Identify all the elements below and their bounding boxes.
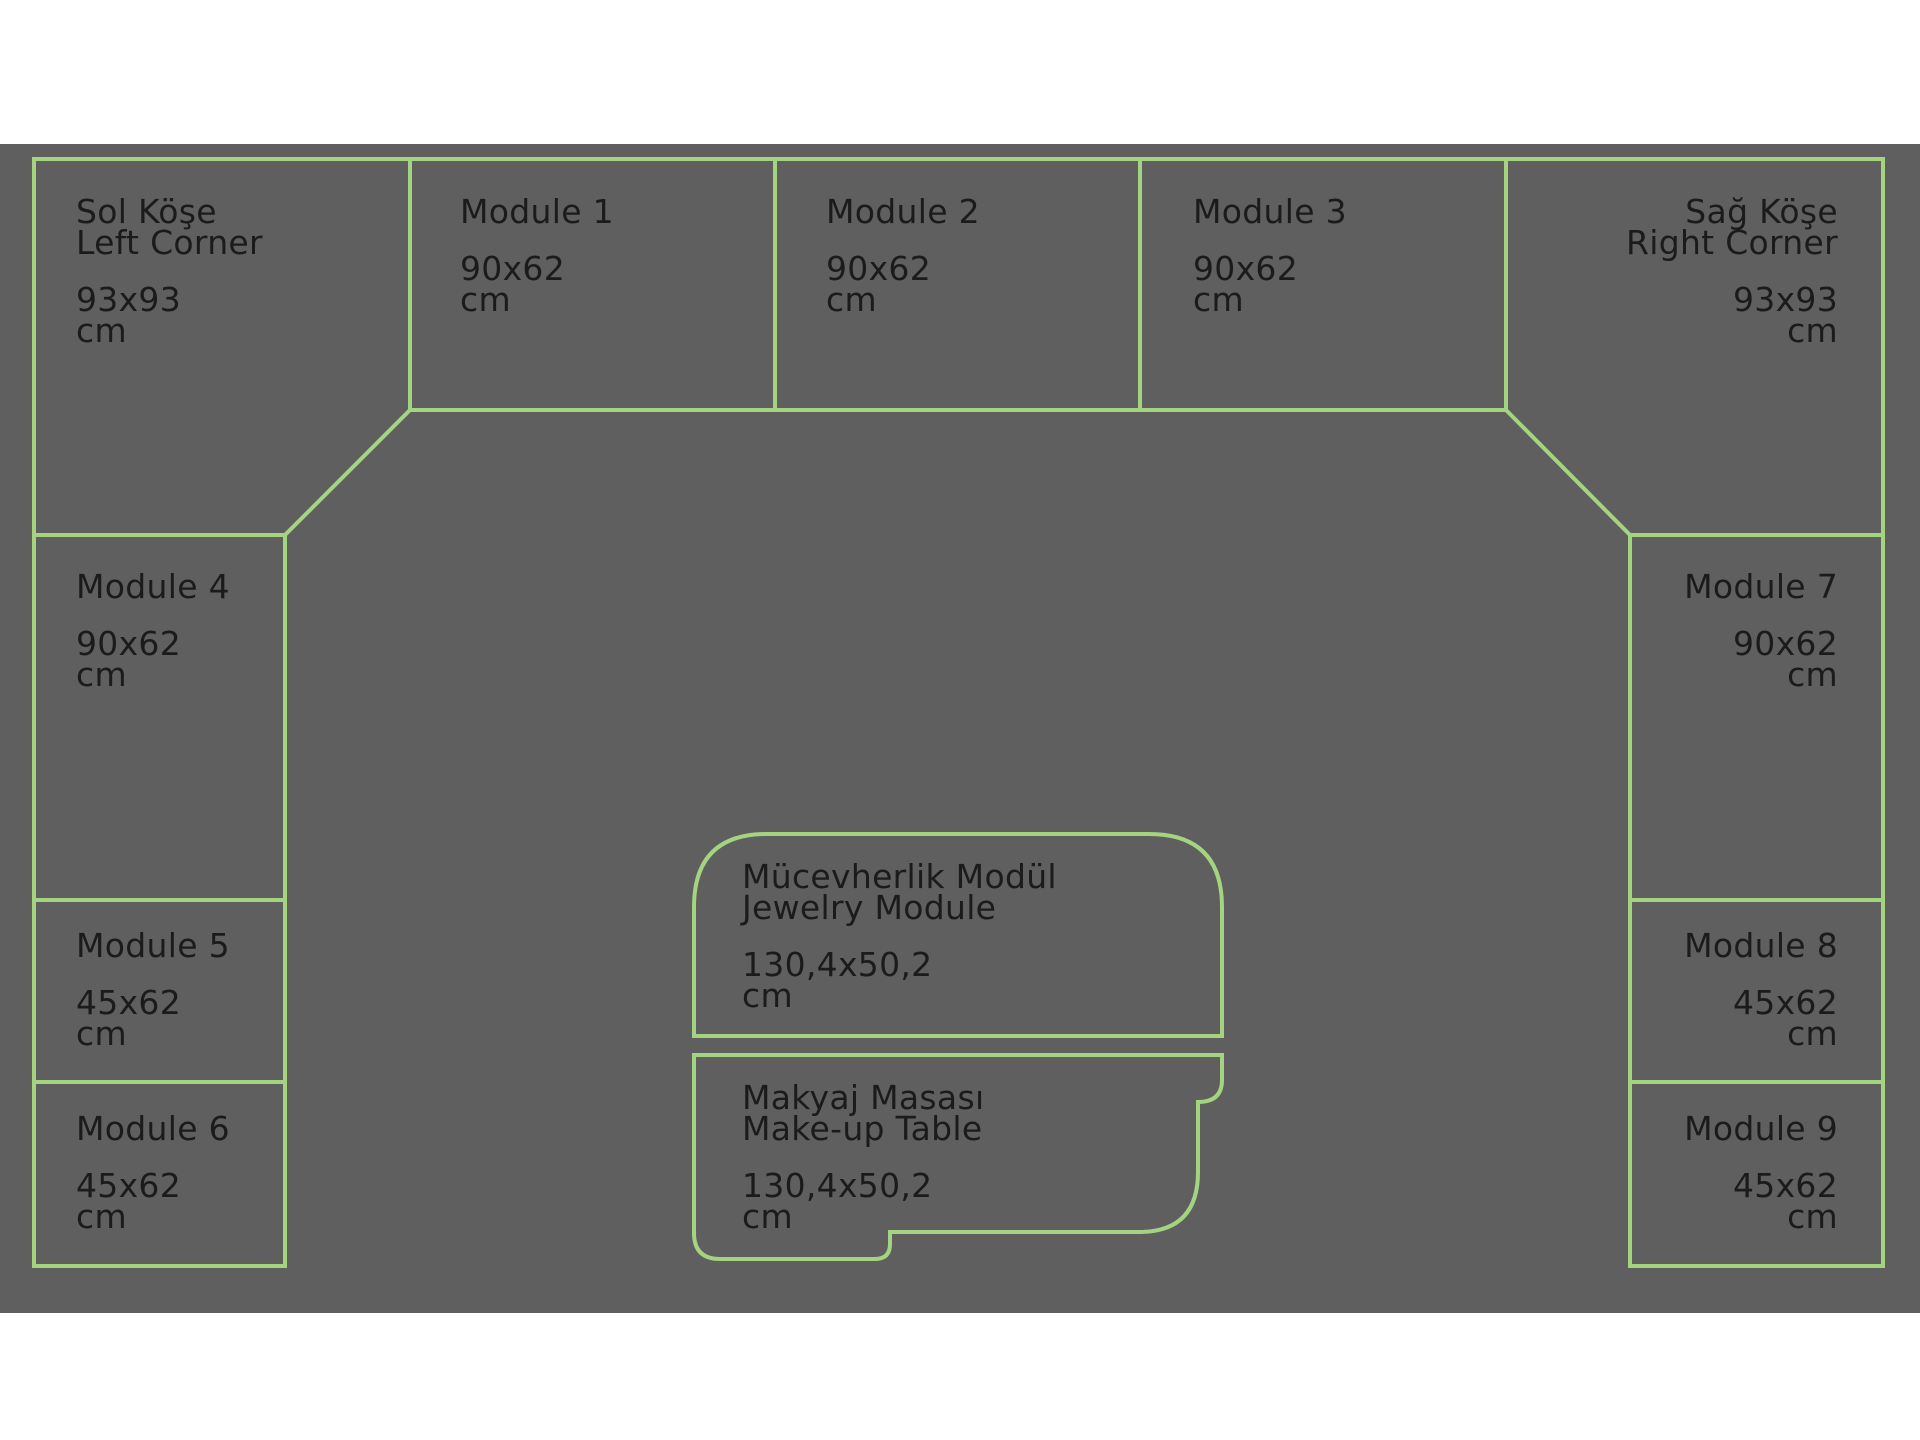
module-size: 45x62 — [1732, 983, 1838, 1022]
module-title: Module 6 — [76, 1109, 230, 1148]
module-unit: cm — [76, 1014, 127, 1053]
module-subtitle: Jewelry Module — [742, 888, 997, 927]
module-title: Module 7 — [1684, 567, 1838, 606]
floor-plan — [0, 144, 1920, 1313]
module-size: 93x93 — [1732, 280, 1838, 319]
jewelry-module-outline — [692, 832, 1224, 1038]
module-size: 45x62 — [76, 983, 182, 1022]
module-size: 45x62 — [76, 1166, 182, 1205]
module-size: 90x62 — [1193, 249, 1299, 288]
module-title: Sol Köşe — [76, 192, 217, 231]
module-unit: cm — [1787, 311, 1838, 350]
module-4-label: Module 4 90x62 cm — [76, 567, 230, 694]
right-corner-label: Sağ Köşe Right Corner 93x93 cm — [1626, 192, 1838, 350]
module-size: 90x62 — [76, 624, 182, 663]
makeup-table-label: Makyaj Masası Make-up Table 130,4x50,2 c… — [742, 1078, 985, 1236]
module-unit: cm — [826, 280, 877, 319]
module-title: Mücevherlik Modül — [742, 857, 1057, 896]
module-9-label: Module 9 45x62 cm — [1684, 1109, 1838, 1236]
plan-outlines — [32, 157, 1885, 1268]
module-subtitle: Right Corner — [1626, 223, 1838, 262]
module-size: 45x62 — [1732, 1166, 1838, 1205]
module-title: Sağ Köşe — [1685, 192, 1838, 231]
module-title: Module 8 — [1684, 926, 1838, 965]
module-unit: cm — [742, 1197, 793, 1236]
module-size: 90x62 — [1732, 624, 1838, 663]
module-unit: cm — [1787, 1014, 1838, 1053]
module-title: Module 4 — [76, 567, 230, 606]
module-title: Makyaj Masası — [742, 1078, 985, 1117]
module-title: Module 5 — [76, 926, 230, 965]
module-size: 90x62 — [460, 249, 566, 288]
jewelry-module-label: Mücevherlik Modül Jewelry Module 130,4x5… — [742, 857, 1057, 1015]
module-title: Module 2 — [826, 192, 980, 231]
module-size: 93x93 — [76, 280, 182, 319]
module-title: Module 9 — [1684, 1109, 1838, 1148]
module-7-label: Module 7 90x62 cm — [1684, 567, 1838, 694]
module-unit: cm — [460, 280, 511, 319]
module-size: 130,4x50,2 — [742, 945, 933, 984]
module-size: 130,4x50,2 — [742, 1166, 933, 1205]
module-unit: cm — [1193, 280, 1244, 319]
module-2-label: Module 2 90x62 cm — [826, 192, 980, 319]
module-3-label: Module 3 90x62 cm — [1193, 192, 1347, 319]
module-title: Module 1 — [460, 192, 614, 231]
module-unit: cm — [1787, 1197, 1838, 1236]
makeup-table-outline — [692, 1053, 1224, 1261]
module-subtitle: Make-up Table — [742, 1109, 983, 1148]
module-unit: cm — [1787, 655, 1838, 694]
module-unit: cm — [742, 976, 793, 1015]
module-unit: cm — [76, 311, 127, 350]
module-unit: cm — [76, 655, 127, 694]
module-8-label: Module 8 45x62 cm — [1684, 926, 1838, 1053]
module-unit: cm — [76, 1197, 127, 1236]
module-title: Module 3 — [1193, 192, 1347, 231]
module-size: 90x62 — [826, 249, 932, 288]
left-corner-label: Sol Köşe Left Corner 93x93 cm — [76, 192, 263, 350]
module-6-label: Module 6 45x62 cm — [76, 1109, 230, 1236]
module-5-label: Module 5 45x62 cm — [76, 926, 230, 1053]
module-subtitle: Left Corner — [76, 223, 263, 262]
module-1-label: Module 1 90x62 cm — [460, 192, 614, 319]
